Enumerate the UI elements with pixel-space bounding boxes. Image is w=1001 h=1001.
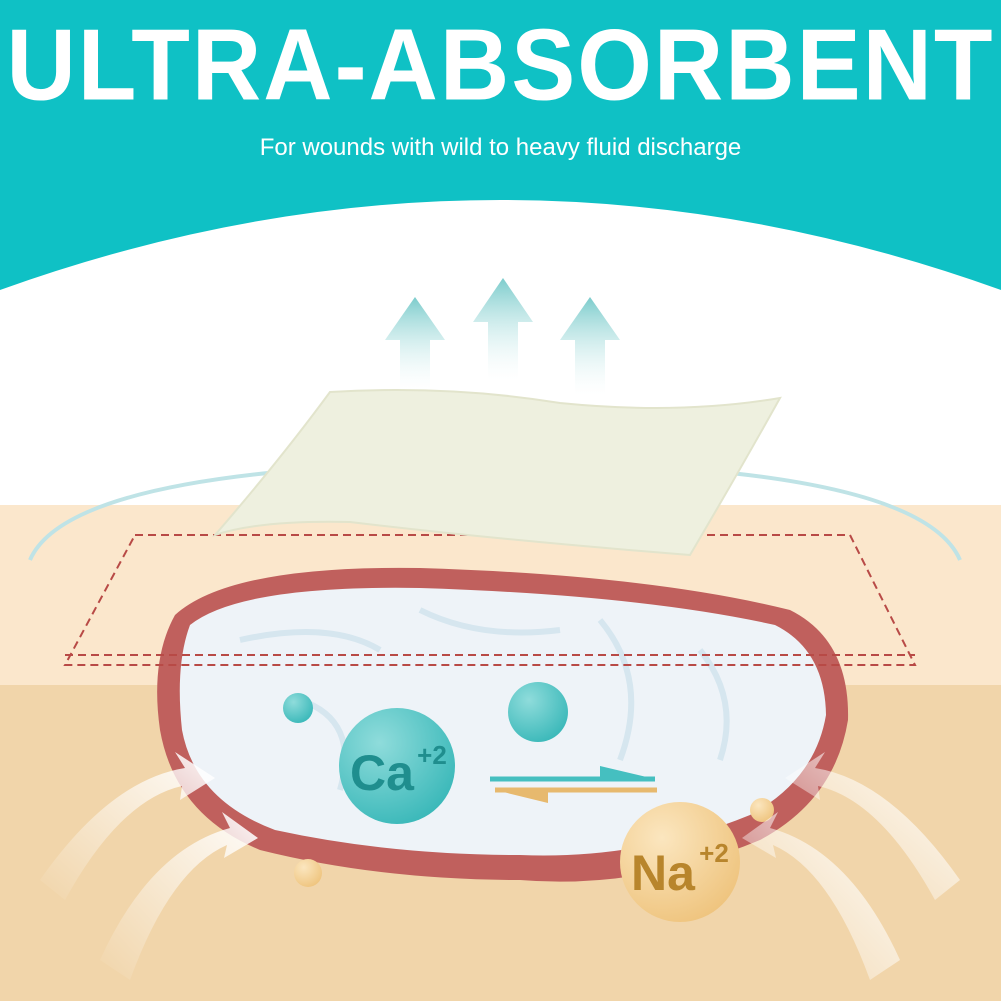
dressing-pad [211, 389, 782, 557]
headline-subtitle: For wounds with wild to heavy fluid disc… [259, 134, 742, 161]
header-background [0, 0, 1001, 290]
exchange-arrows-icon [490, 766, 657, 803]
svg-text:+2: +2 [699, 838, 729, 868]
up-arrow-icon [385, 278, 620, 395]
sodium-ion-icon [620, 802, 740, 922]
svg-text:Ca: Ca [350, 745, 415, 801]
dressing-outline [63, 534, 917, 666]
svg-text:+2: +2 [417, 740, 447, 770]
inward-arrow-icon [40, 752, 960, 980]
svg-text:Na: Na [631, 845, 696, 901]
headline-title: ULTRA-ABSORBENT [6, 9, 995, 122]
calcium-ion-icon [339, 708, 455, 824]
ion-bubble [283, 693, 313, 723]
ion-bubble [508, 682, 568, 742]
